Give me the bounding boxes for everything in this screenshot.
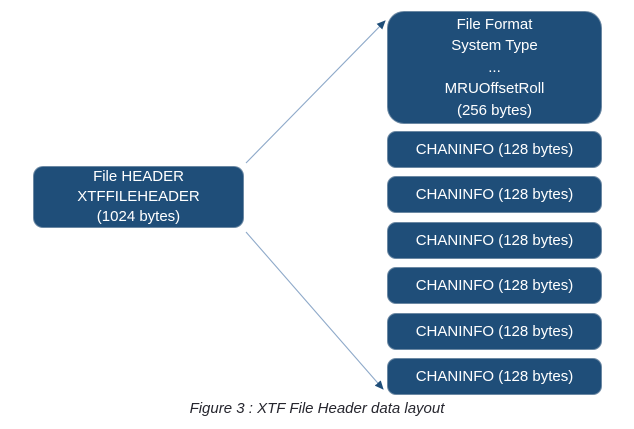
file-header-box: File HEADER XTFFILEHEADER (1024 bytes) <box>33 166 244 228</box>
figure-caption: Figure 3 : XTF File Header data layout <box>189 400 445 417</box>
chaninfo-box: CHANINFO (128 bytes) <box>387 131 602 168</box>
chaninfo-box: CHANINFO (128 bytes) <box>387 176 602 213</box>
file-format-box: File Format System Type ... MRUOffsetRol… <box>387 11 602 124</box>
ellipsis-line: ... <box>488 58 501 76</box>
file-format-line: MRUOffsetRoll <box>444 80 545 98</box>
chaninfo-box: CHANINFO (128 bytes) <box>387 313 602 350</box>
chaninfo-label: CHANINFO (128 bytes) <box>415 322 574 340</box>
file-header-line: (1024 bytes) <box>96 208 181 225</box>
chaninfo-box: CHANINFO (128 bytes) <box>387 358 602 395</box>
chaninfo-label: CHANINFO (128 bytes) <box>415 140 574 158</box>
file-header-line: XTFFILEHEADER <box>77 188 200 205</box>
chaninfo-box: CHANINFO (128 bytes) <box>387 267 602 304</box>
chaninfo-label: CHANINFO (128 bytes) <box>415 231 574 249</box>
file-format-line: System Type <box>451 37 538 55</box>
file-format-line: (256 bytes) <box>456 101 533 119</box>
chaninfo-label: CHANINFO (128 bytes) <box>415 185 574 203</box>
arrow-header-to-last-chaninfo <box>245 231 384 390</box>
file-format-line: File Format <box>456 15 533 33</box>
arrow-header-to-format <box>245 20 386 164</box>
chaninfo-label: CHANINFO (128 bytes) <box>415 276 574 294</box>
chaninfo-box: CHANINFO (128 bytes) <box>387 222 602 259</box>
file-header-line: File HEADER <box>93 168 184 185</box>
chaninfo-label: CHANINFO (128 bytes) <box>415 367 574 385</box>
